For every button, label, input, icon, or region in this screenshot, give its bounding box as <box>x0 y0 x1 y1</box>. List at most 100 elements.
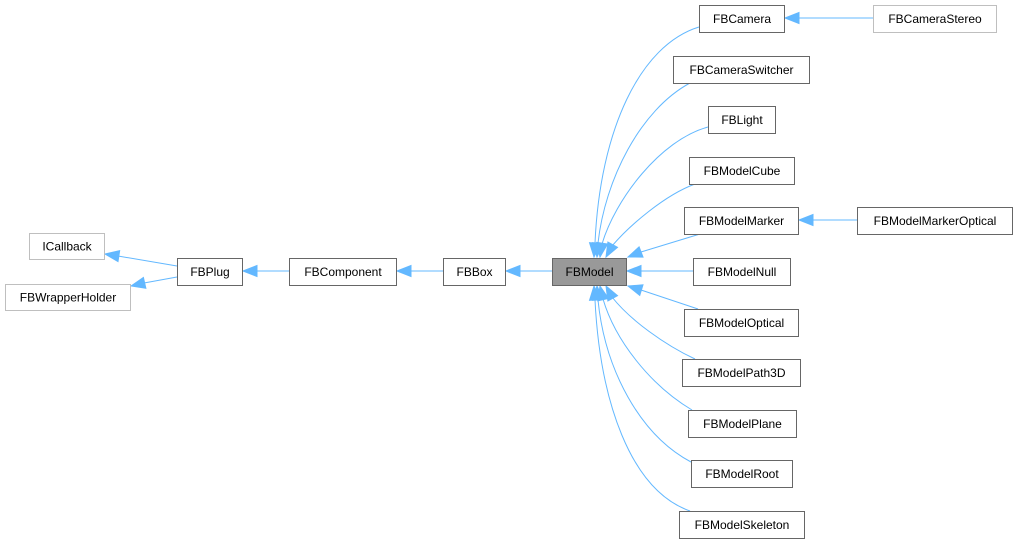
class-node-FBBox[interactable]: FBBox <box>443 258 506 286</box>
node-box <box>684 309 799 337</box>
node-box <box>688 410 797 438</box>
edge-line <box>640 233 701 253</box>
edge-line <box>143 276 178 284</box>
node-label: FBModelMarkerOptical <box>874 214 997 228</box>
node-box <box>691 460 793 488</box>
class-node-FBModelPlane[interactable]: FBModelPlane <box>688 410 797 438</box>
edge-line <box>597 299 692 463</box>
arrowhead-icon <box>395 264 412 278</box>
node-box <box>29 233 105 260</box>
class-node-FBCamera[interactable]: FBCamera <box>699 5 785 33</box>
node-box <box>443 258 506 286</box>
node-label: FBComponent <box>304 265 382 279</box>
arrowhead-icon <box>626 245 644 258</box>
node-label: FBModelPlane <box>703 417 782 431</box>
edge-FBPlug-to-ICallback <box>103 250 178 267</box>
node-box <box>5 284 131 311</box>
node-label: FBLight <box>721 113 763 127</box>
node-box <box>708 106 776 134</box>
edge-line <box>640 289 699 310</box>
node-label: FBModelPath3D <box>697 366 785 380</box>
edge-FBModelSkeleton-to-FBModel <box>588 284 691 512</box>
arrowhead-icon <box>596 241 609 259</box>
edge-line <box>597 82 691 244</box>
edge-FBModelMarker-to-FBModel <box>626 233 701 258</box>
node-box <box>679 511 805 539</box>
edge-line <box>602 298 693 411</box>
node-label: FBModelRoot <box>705 467 779 481</box>
arrowhead-icon <box>103 250 121 263</box>
arrowhead-icon <box>588 284 602 301</box>
class-node-FBModelRoot[interactable]: FBModelRoot <box>691 460 793 488</box>
edge-FBCameraStereo-to-FBCamera <box>783 11 873 25</box>
node-label: FBModelSkeleton <box>695 518 790 532</box>
class-node-FBComponent[interactable]: FBComponent <box>289 258 397 286</box>
arrowhead-icon <box>129 276 147 289</box>
class-node-FBModelSkeleton[interactable]: FBModelSkeleton <box>679 511 805 539</box>
class-node-FBCameraStereo[interactable]: FBCameraStereo <box>873 5 997 33</box>
class-node-FBLight[interactable]: FBLight <box>708 106 776 134</box>
arrowhead-icon <box>783 11 800 25</box>
class-node-FBModelCube[interactable]: FBModelCube <box>689 157 795 185</box>
node-label: FBWrapperHolder <box>20 291 116 305</box>
node-label: FBCameraSwitcher <box>689 63 793 77</box>
node-box <box>684 207 799 235</box>
node-label: FBModelNull <box>708 265 777 279</box>
class-node-FBWrapperHolder[interactable]: FBWrapperHolder <box>5 284 131 311</box>
edge-FBModelCube-to-FBModel <box>605 183 696 259</box>
node-label: ICallback <box>42 240 92 254</box>
edge-line <box>611 296 696 360</box>
node-label: FBModelOptical <box>699 316 784 330</box>
class-node-FBCameraSwitcher[interactable]: FBCameraSwitcher <box>673 56 810 84</box>
node-box <box>873 5 997 33</box>
node-label: FBCamera <box>713 12 771 26</box>
edge-FBModelPath3D-to-FBModel <box>605 284 696 360</box>
node-box <box>857 207 1013 235</box>
edge-FBBox-to-FBComponent <box>395 264 443 278</box>
node-label: FBModelCube <box>704 164 781 178</box>
class-node-FBModelNull[interactable]: FBModelNull <box>693 258 791 286</box>
node-box <box>289 258 397 286</box>
node-box <box>552 258 627 286</box>
edge-line <box>594 26 700 244</box>
arrowhead-icon <box>605 284 619 302</box>
edge-FBLight-to-FBModel <box>596 126 709 259</box>
node-label: FBBox <box>456 265 492 279</box>
edge-FBModelOptical-to-FBModel <box>626 284 699 310</box>
class-node-FBModelMarkerOptical[interactable]: FBModelMarkerOptical <box>857 207 1013 235</box>
edge-FBPlug-to-FBWrapperHolder <box>129 276 178 289</box>
class-node-FBModelMarker[interactable]: FBModelMarker <box>684 207 799 235</box>
edge-line <box>117 255 178 267</box>
class-node-FBModelOptical[interactable]: FBModelOptical <box>684 309 799 337</box>
edge-FBModel-to-FBBox <box>504 264 552 278</box>
edges-layer <box>103 11 873 512</box>
node-label: FBPlug <box>190 265 229 279</box>
class-node-FBPlug[interactable]: FBPlug <box>177 258 243 286</box>
edge-FBModelMarkerOptical-to-FBModelMarker <box>797 213 857 227</box>
node-box <box>693 258 791 286</box>
class-node-FBModelPath3D[interactable]: FBModelPath3D <box>682 359 801 387</box>
node-box <box>699 5 785 33</box>
node-label: FBModel <box>565 265 613 279</box>
arrowhead-icon <box>605 241 619 259</box>
edge-line <box>611 183 696 247</box>
edge-FBModelPlane-to-FBModel <box>597 284 693 411</box>
arrowhead-icon <box>626 284 644 297</box>
edge-FBComponent-to-FBPlug <box>241 264 289 278</box>
class-node-FBModel: FBModel <box>552 258 627 286</box>
node-label: FBCameraStereo <box>888 12 982 26</box>
node-box <box>689 157 795 185</box>
class-node-ICallback[interactable]: ICallback <box>29 233 105 260</box>
arrowhead-icon <box>504 264 521 278</box>
edge-FBModelNull-to-FBModel <box>625 264 693 278</box>
node-box <box>673 56 810 84</box>
node-label: FBModelMarker <box>699 214 784 228</box>
node-box <box>682 359 801 387</box>
arrowhead-icon <box>625 264 642 278</box>
arrowhead-icon <box>241 264 258 278</box>
edge-line <box>601 126 709 245</box>
edge-FBCameraSwitcher-to-FBModel <box>591 82 691 259</box>
node-box <box>177 258 243 286</box>
